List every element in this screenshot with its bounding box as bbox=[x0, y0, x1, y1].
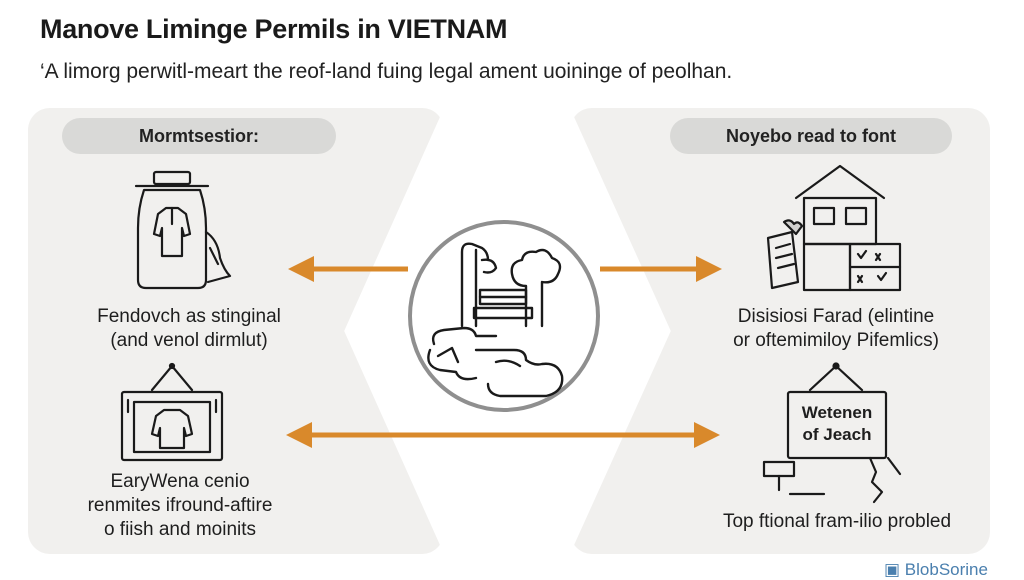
page-subtitle: ‘A limorg perwitl-meart the reof-land fu… bbox=[40, 60, 733, 83]
jar-shirt-icon bbox=[126, 168, 236, 296]
sign-board-icon bbox=[760, 356, 920, 506]
arrow-left-top bbox=[288, 254, 408, 289]
framed-shirt-icon bbox=[116, 360, 228, 464]
center-circle bbox=[404, 216, 604, 416]
right-item2-sign: Wetenen of Jeach bbox=[801, 403, 873, 444]
page-title: Manove Liminge Permils in VIETNAM bbox=[40, 14, 508, 44]
left-item1-label: Fendovch as stinginal (and venol dirmlut… bbox=[97, 306, 281, 351]
left-panel-heading: Mormtsestior: bbox=[62, 118, 336, 154]
watermark-logo-icon: ▣ bbox=[884, 560, 901, 579]
house-documents-icon bbox=[756, 162, 906, 294]
arrow-right-top bbox=[600, 254, 722, 289]
arrow-double-bottom bbox=[286, 420, 720, 455]
watermark: ▣ BlobSorine bbox=[884, 560, 988, 579]
left-item2-label: EaryWena cenio renmites ifround-aftire o… bbox=[87, 471, 273, 540]
right-panel-heading: Noyebo read to font bbox=[670, 118, 952, 154]
right-item1-label: Disisiosi Farad (elintine or oftemimiloy… bbox=[733, 306, 939, 351]
right-item2-label: Top ftional fram-ilio probled bbox=[722, 511, 952, 532]
